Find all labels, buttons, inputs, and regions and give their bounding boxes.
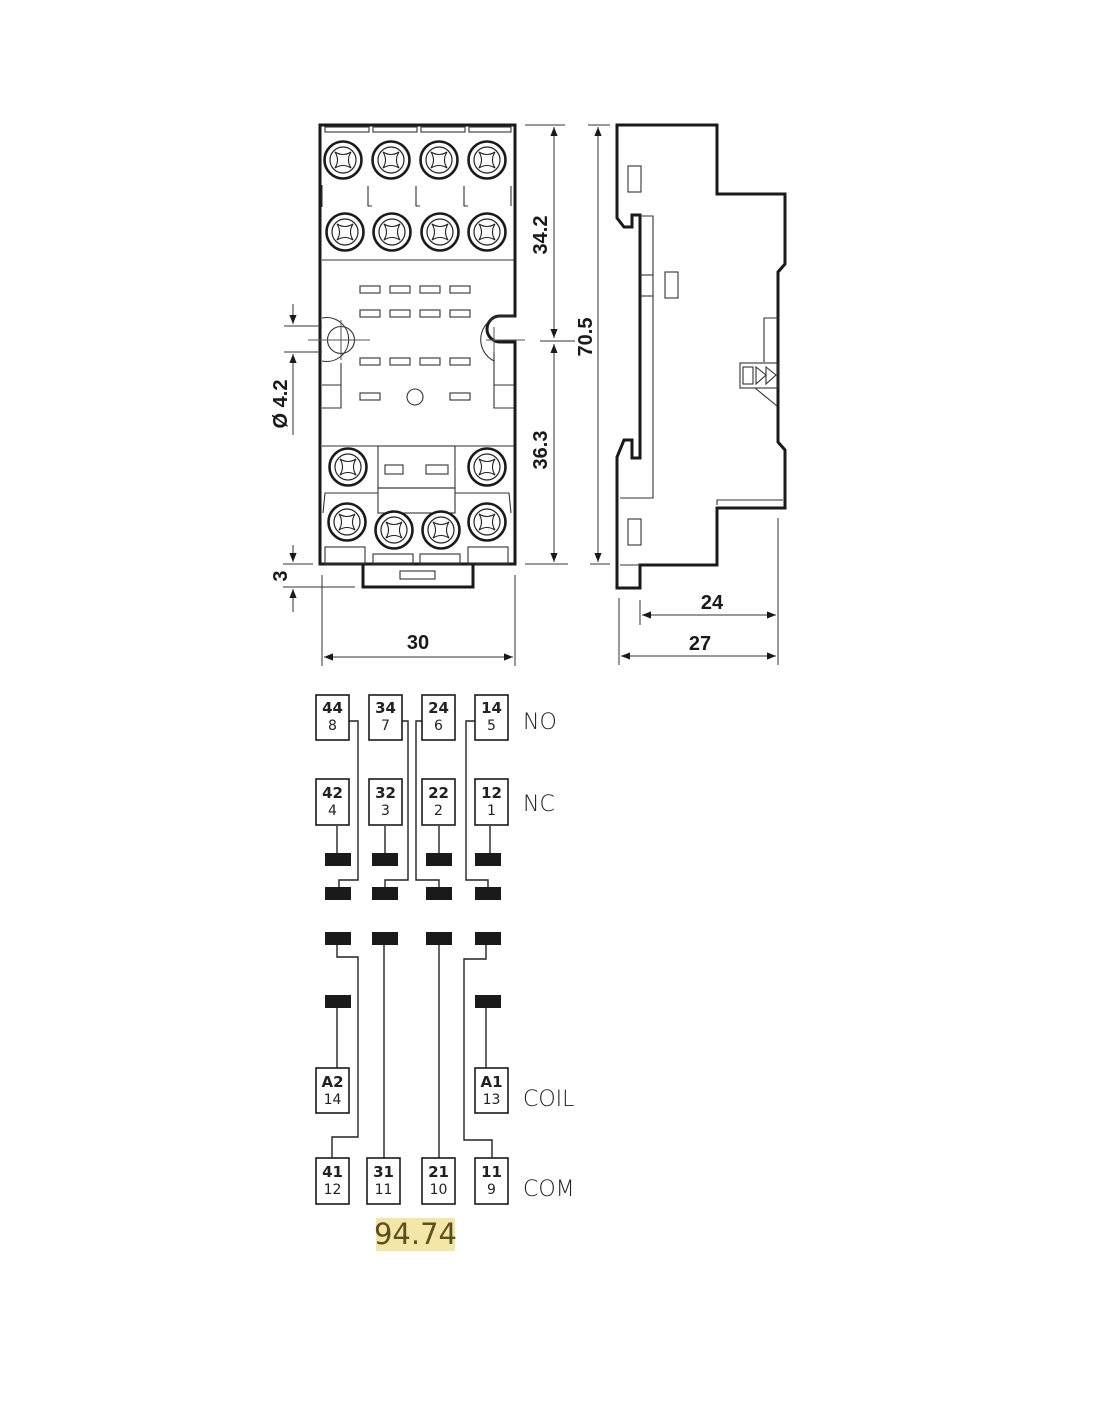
top-tabs bbox=[324, 126, 512, 133]
terminal-pin-label: 14 bbox=[324, 1092, 342, 1108]
mounting-hole-left bbox=[308, 316, 370, 409]
terminal-34: 34 7 bbox=[368, 694, 403, 741]
terminal-pin-label: 4 bbox=[328, 803, 337, 819]
terminal-pin-label: 13 bbox=[483, 1092, 501, 1108]
terminal-contact-label: 21 bbox=[428, 1163, 449, 1181]
terminal-contact-label: 12 bbox=[481, 784, 502, 802]
dimension-upper-height: 34.2 bbox=[530, 216, 552, 255]
screw-icon bbox=[419, 140, 459, 180]
contact-blocks bbox=[325, 853, 501, 1008]
screw-icon bbox=[323, 140, 363, 180]
terminal-pin-label: 1 bbox=[487, 803, 496, 819]
group-label-nc: NC bbox=[523, 792, 555, 817]
terminal-separators bbox=[321, 185, 514, 261]
terminal-a2: A2 14 bbox=[315, 1067, 350, 1114]
lower-screw-terminals bbox=[327, 447, 507, 550]
nc-terminal-row: 42 4 32 3 22 2 12 1 NC bbox=[315, 778, 555, 826]
screw-icon bbox=[420, 212, 460, 252]
no-terminal-row: 44 8 34 7 24 6 14 5 NO bbox=[315, 694, 557, 741]
terminal-contact-label: 44 bbox=[322, 699, 343, 717]
din-clip bbox=[361, 564, 475, 589]
screw-icon bbox=[421, 510, 461, 550]
dimension-total-height: 70.5 bbox=[575, 318, 597, 357]
dimension-depth-outer: 27 bbox=[689, 633, 711, 655]
model-code-badge: 94.74 bbox=[374, 1217, 457, 1251]
terminal-contact-label: 22 bbox=[428, 784, 449, 802]
terminal-pin-label: 3 bbox=[381, 803, 390, 819]
side-view bbox=[615, 123, 787, 590]
dimension-clip-height: 3 bbox=[270, 570, 292, 581]
terminal-pin-label: 8 bbox=[328, 718, 337, 734]
terminal-a1: A1 13 bbox=[474, 1067, 509, 1114]
terminal-pin-label: 7 bbox=[381, 718, 390, 734]
terminal-contact-label: 34 bbox=[375, 699, 396, 717]
mounting-slot-right bbox=[480, 315, 525, 409]
screw-icon bbox=[467, 212, 507, 252]
front-dimensions: 34.2 36.3 70.5 Ø 4.2 3 30 bbox=[270, 124, 610, 666]
side-dimensions: 24 27 bbox=[618, 518, 779, 665]
terminal-11: 11 9 bbox=[474, 1157, 509, 1205]
model-code: 94.74 bbox=[374, 1217, 457, 1251]
wiring-lines bbox=[331, 720, 493, 1158]
terminal-pin-label: 9 bbox=[487, 1182, 496, 1198]
terminal-contact-label: 24 bbox=[428, 699, 449, 717]
release-lever-icon bbox=[739, 362, 779, 407]
screw-icon bbox=[371, 140, 411, 180]
terminal-pin-label: 5 bbox=[487, 718, 496, 734]
terminal-pin-label: 6 bbox=[434, 718, 443, 734]
terminal-contact-label: 41 bbox=[322, 1163, 343, 1181]
terminal-contact-label: 31 bbox=[373, 1163, 394, 1181]
dimension-hole-diameter: Ø 4.2 bbox=[270, 380, 292, 429]
dimension-front-width: 30 bbox=[407, 632, 429, 654]
dimension-depth-inner: 24 bbox=[701, 592, 724, 614]
lower-section bbox=[322, 445, 514, 565]
com-terminal-row: 41 12 31 11 21 10 11 9 COM bbox=[315, 1157, 575, 1205]
terminal-contact-label: 14 bbox=[481, 699, 502, 717]
terminal-pin-label: 10 bbox=[430, 1182, 448, 1198]
front-view-outline bbox=[318, 123, 517, 566]
group-label-com: COM bbox=[523, 1177, 575, 1202]
terminal-contact-label: 32 bbox=[375, 784, 396, 802]
terminal-44: 44 8 bbox=[315, 694, 350, 741]
model-code-highlight bbox=[376, 1218, 455, 1251]
screw-icon bbox=[328, 447, 368, 487]
terminal-21: 21 10 bbox=[421, 1157, 456, 1205]
screw-icon bbox=[327, 502, 367, 542]
group-label-coil: COIL bbox=[523, 1087, 574, 1112]
upper-screw-terminals bbox=[323, 140, 507, 252]
terminal-42: 42 4 bbox=[315, 778, 350, 826]
terminal-24: 24 6 bbox=[421, 694, 456, 741]
pin-slots bbox=[359, 285, 471, 406]
screw-icon bbox=[325, 212, 365, 252]
terminal-contact-label: A1 bbox=[480, 1073, 502, 1091]
terminal-contact-label: 42 bbox=[322, 784, 343, 802]
terminal-contact-label: A2 bbox=[321, 1073, 343, 1091]
screw-icon bbox=[372, 212, 412, 252]
wiring-diagram: 44 8 34 7 24 6 14 5 NO bbox=[315, 694, 575, 1251]
terminal-32: 32 3 bbox=[368, 778, 403, 826]
screw-icon bbox=[467, 502, 507, 542]
front-view bbox=[308, 123, 525, 589]
terminal-14: 14 5 bbox=[474, 694, 509, 741]
terminal-pin-label: 11 bbox=[375, 1182, 393, 1198]
coil-terminal-row: A2 14 A1 13 COIL bbox=[315, 1067, 574, 1114]
screw-icon bbox=[467, 447, 507, 487]
terminal-12: 12 1 bbox=[474, 778, 509, 826]
terminal-41: 41 12 bbox=[315, 1157, 350, 1205]
terminal-31: 31 11 bbox=[366, 1157, 401, 1205]
terminal-pin-label: 12 bbox=[324, 1182, 342, 1198]
terminal-contact-label: 11 bbox=[481, 1163, 502, 1181]
terminal-pin-label: 2 bbox=[434, 803, 443, 819]
group-label-no: NO bbox=[523, 710, 557, 735]
dimension-lower-height: 36.3 bbox=[530, 431, 552, 470]
side-view-outline bbox=[615, 123, 787, 590]
screw-icon bbox=[374, 510, 414, 550]
terminal-22: 22 2 bbox=[421, 778, 456, 826]
screw-icon bbox=[467, 140, 507, 180]
